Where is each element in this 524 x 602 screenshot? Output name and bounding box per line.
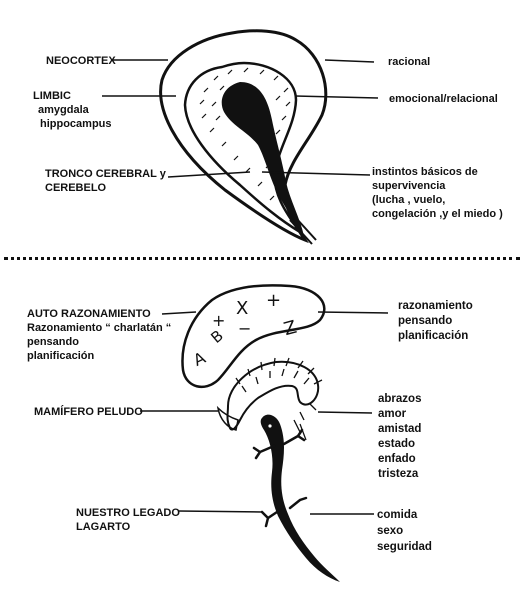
label-racional: racional: [388, 56, 431, 68]
label-instintos: instintos básicos de supervivencia (luch…: [372, 166, 503, 220]
label-lagarto: NUESTRO LEGADO LAGARTO: [76, 507, 180, 533]
leader-racional: [324, 59, 375, 63]
cortex-letter-minus: −: [238, 319, 251, 338]
limbic-outline: [183, 61, 302, 234]
leader-emocional: [294, 95, 379, 99]
label-razonamiento: razonamiento pensando planificación: [398, 300, 473, 342]
lizard-shape: [260, 414, 340, 582]
leader-lagarto: [177, 510, 263, 513]
cortex-letter-z: Z: [282, 317, 299, 340]
leader-auto: [161, 311, 197, 315]
label-mamifero: MAMÍFERO PELUDO: [34, 406, 143, 418]
label-emociones: abrazos amor amistad estado enfado trist…: [378, 393, 422, 480]
cortex-letter-x: X: [236, 298, 248, 319]
brainstem-tail: [289, 219, 313, 245]
label-auto-razonamiento: AUTO RAZONAMIENTO Razonamiento “ charlat…: [27, 308, 172, 362]
brainstem-tail-2: [295, 217, 317, 241]
lizard-legs: [252, 428, 308, 528]
label-limbic: LIMBIC amygdala hippocampus: [33, 89, 112, 131]
leader-razon: [317, 311, 389, 314]
lizard-eye: [268, 424, 272, 428]
mammal-fur: [235, 357, 323, 441]
mammal-head: [216, 405, 239, 431]
section-divider: [4, 257, 520, 260]
label-emocional: emocional/relacional: [389, 93, 498, 105]
leader-abrazos: [317, 411, 373, 414]
cortex-blob: [181, 284, 326, 389]
label-tronco: TRONCO CEREBRAL y CEREBELO: [45, 168, 166, 194]
label-amygdala: amygdala: [38, 104, 89, 116]
label-supervivencia: comida sexo seguridad: [377, 509, 432, 553]
cortex-letter-plus-2: +: [266, 290, 281, 311]
label-neocortex: NEOCORTEX: [46, 55, 116, 67]
cortex-letter-plus-1: +: [212, 311, 225, 330]
cortex-letter-a: A: [190, 348, 208, 370]
label-limbic-title: LIMBIC: [33, 90, 71, 102]
brainstem-shape: [221, 82, 304, 236]
label-hippocampus: hippocampus: [40, 118, 112, 130]
leader-instintos: [261, 171, 371, 176]
leader-tronco: [167, 171, 251, 178]
